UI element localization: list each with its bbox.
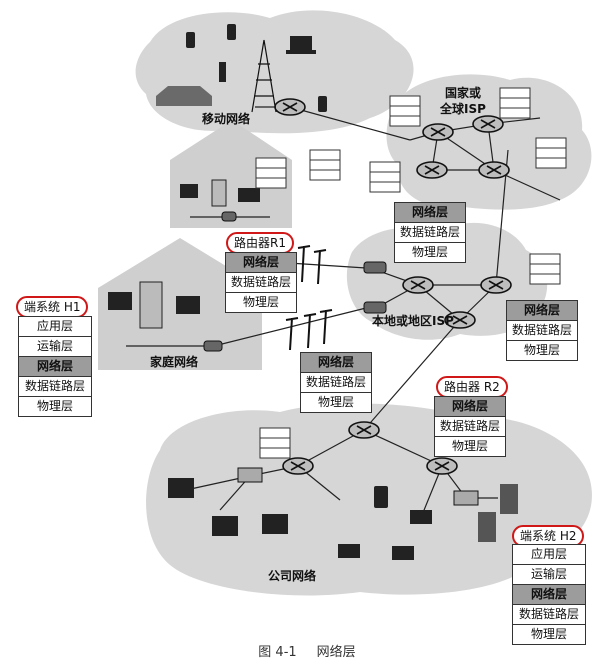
mobile-network-cloud	[135, 10, 414, 134]
switch-company-left	[237, 467, 263, 483]
blank-stack-boxes	[255, 87, 567, 459]
stack-row: 数据链路层	[435, 417, 505, 437]
stack-middle-lower: 网络层 数据链路层 物理层	[300, 352, 372, 413]
figure-caption-title: 网络层	[316, 645, 356, 660]
phone-icon	[227, 24, 236, 40]
router-local-3	[444, 311, 476, 329]
stack-row: 数据链路层	[19, 377, 91, 397]
stack-row: 数据链路层	[395, 223, 465, 243]
laptop-icon	[410, 510, 432, 524]
switch-company-right	[453, 490, 479, 506]
laptop-icon	[392, 546, 414, 560]
end-system-h2-tag: 端系统 H2	[512, 525, 585, 547]
stack-row: 物理层	[242, 295, 279, 309]
stack-middle-upper: 网络层 数据链路层 物理层	[394, 202, 466, 263]
company-network-label: 公司网络	[268, 569, 317, 583]
stack-row: 数据链路层	[513, 605, 585, 625]
stack-row: 物理层	[411, 245, 448, 259]
router-local-2	[480, 276, 512, 294]
national-isp-label-line2: 全球ISP	[440, 102, 486, 116]
router-isp-1	[422, 123, 454, 141]
router-mobile	[274, 98, 306, 116]
stack-row: 网络层	[19, 357, 91, 377]
stack-r1: 网络层 数据链路层 物理层	[225, 252, 297, 313]
stack-h2: 应用层 运输层 网络层 数据链路层 物理层	[512, 544, 586, 645]
phone-icon	[318, 96, 327, 112]
figure-caption-number: 图 4-1	[258, 645, 297, 660]
stack-row: 物理层	[36, 399, 73, 413]
server-icon	[478, 512, 496, 542]
monitor-icon	[168, 478, 194, 498]
router-r1-tag: 路由器R1	[226, 232, 294, 254]
modem-local	[363, 301, 387, 314]
modem-home	[203, 340, 223, 352]
traffic-light-icon	[219, 62, 226, 82]
devices	[108, 24, 518, 560]
home-top-house	[170, 120, 292, 228]
stack-right: 网络层 数据链路层 物理层	[506, 300, 578, 361]
stack-r2: 网络层 数据链路层 物理层	[434, 396, 506, 457]
router-isp-2	[472, 115, 504, 133]
phone-icon	[186, 32, 195, 48]
stack-h1: 应用层 运输层 网络层 数据链路层 物理层	[18, 316, 92, 417]
stack-row: 物理层	[317, 395, 354, 409]
modem-top-house	[221, 211, 237, 222]
car-icon	[156, 86, 212, 106]
stack-row: 应用层	[513, 545, 585, 565]
monitor-icon	[176, 296, 200, 314]
router-isp-4	[478, 161, 510, 179]
tablet-icon	[374, 486, 388, 508]
home-network-label: 家庭网络	[150, 355, 199, 369]
stack-row: 物理层	[530, 627, 567, 641]
stack-row: 数据链路层	[301, 373, 371, 393]
cell-tower-icon	[251, 39, 277, 113]
router-local-1	[402, 276, 434, 294]
monitor-icon	[212, 516, 238, 536]
fridge-icon	[211, 179, 227, 207]
tv-icon	[238, 188, 260, 202]
local-isp-label: 本地或地区ISP	[372, 314, 454, 328]
stack-row: 网络层	[513, 585, 585, 605]
routers	[274, 98, 512, 475]
stack-row: 网络层	[507, 301, 577, 321]
stack-row: 网络层	[301, 353, 371, 373]
stack-row: 数据链路层	[226, 273, 296, 293]
stack-row: 运输层	[513, 565, 585, 585]
monitor-icon	[262, 514, 288, 534]
modem-r1	[363, 261, 387, 274]
monitor-icon	[108, 292, 132, 310]
stack-row: 网络层	[395, 203, 465, 223]
router-company-3	[426, 457, 458, 475]
monitor-icon	[180, 184, 198, 198]
stack-row: 运输层	[19, 337, 91, 357]
switches	[203, 211, 479, 506]
laptop-icon	[290, 36, 312, 50]
laptop-icon	[338, 544, 360, 558]
router-isp-3	[416, 161, 448, 179]
fridge-icon	[139, 281, 163, 329]
figure-caption: 图 4-1 网络层	[0, 641, 614, 660]
national-isp-label-line1: 国家或	[444, 86, 481, 100]
router-company-2	[282, 457, 314, 475]
stack-row: 网络层	[226, 253, 296, 273]
mobile-network-label: 移动网络	[202, 112, 251, 126]
server-icon	[500, 484, 518, 514]
end-system-h1-tag: 端系统 H1	[16, 296, 89, 318]
router-company-1	[348, 421, 380, 439]
laptop-icon	[286, 50, 316, 54]
stack-row: 数据链路层	[507, 321, 577, 341]
router-r2-tag: 路由器 R2	[436, 376, 508, 398]
stack-row: 应用层	[19, 317, 91, 337]
stack-row: 物理层	[523, 343, 560, 357]
stack-row: 物理层	[451, 439, 488, 453]
stack-row: 网络层	[435, 397, 505, 417]
